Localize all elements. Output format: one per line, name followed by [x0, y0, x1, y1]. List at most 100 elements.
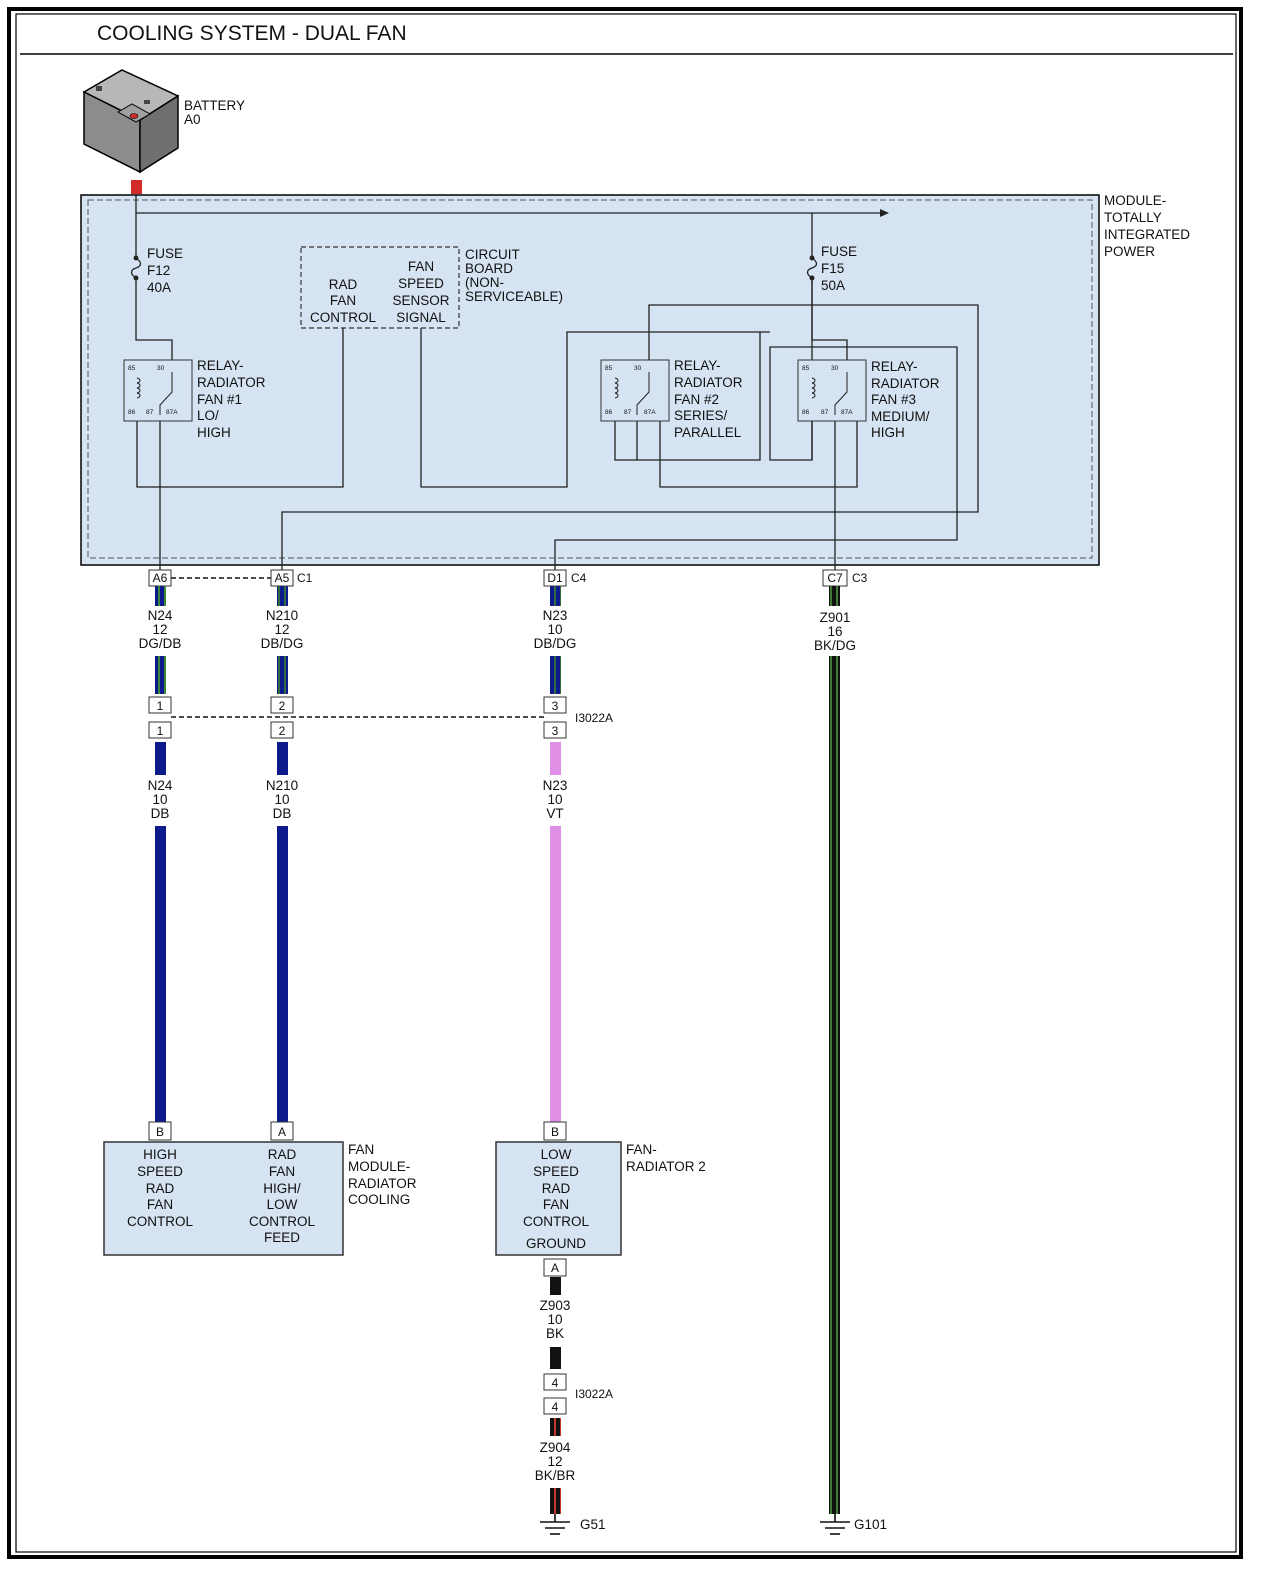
svg-text:N23: N23 [543, 778, 568, 793]
svg-text:87: 87 [146, 409, 154, 416]
svg-text:LOW: LOW [267, 1197, 298, 1212]
svg-text:CONTROL: CONTROL [523, 1214, 589, 1229]
svg-text:86: 86 [802, 409, 810, 416]
svg-text:12: 12 [152, 622, 167, 637]
svg-text:CIRCUIT: CIRCUIT [465, 247, 520, 262]
svg-text:50A: 50A [821, 278, 845, 293]
wire-n23-upper-stub [550, 586, 561, 606]
svg-text:2: 2 [279, 699, 286, 713]
svg-text:FAN: FAN [269, 1164, 295, 1179]
svg-text:B: B [551, 1125, 559, 1139]
wire-z904-stub [550, 1418, 561, 1436]
wire-n23-lower-stub [550, 742, 561, 775]
svg-text:87A: 87A [841, 409, 853, 416]
svg-text:87: 87 [624, 409, 632, 416]
wire-z901-upper-stub [829, 586, 840, 606]
svg-text:MODULE-: MODULE- [1104, 193, 1166, 208]
svg-text:RAD: RAD [329, 277, 358, 292]
tipm-inner-boundary [87, 199, 1093, 559]
wire-n210-upper-label: N210 12 DB/DG [261, 608, 304, 651]
svg-text:MODULE-: MODULE- [348, 1159, 410, 1174]
svg-text:BATTERY: BATTERY [184, 98, 245, 113]
svg-text:BOARD: BOARD [465, 261, 513, 276]
svg-text:CONTROL: CONTROL [249, 1214, 315, 1229]
fan-radiator-2-label: FAN- RADIATOR 2 [626, 1142, 706, 1174]
circuit-board-label: CIRCUIT BOARD (NON- SERVICEABLE) [465, 247, 563, 304]
battery-cable [131, 180, 142, 194]
svg-text:DB: DB [151, 806, 170, 821]
svg-text:RAD: RAD [268, 1147, 297, 1162]
svg-text:SIGNAL: SIGNAL [396, 310, 446, 325]
connector-c3: C7 C3 [822, 569, 868, 587]
svg-text:C7: C7 [827, 571, 843, 585]
svg-text:87A: 87A [644, 409, 656, 416]
svg-text:RELAY-: RELAY- [197, 358, 244, 373]
svg-text:FUSE: FUSE [147, 246, 183, 261]
ground-g51-icon [540, 1514, 570, 1535]
svg-text:FAN-: FAN- [626, 1142, 657, 1157]
svg-text:85: 85 [605, 365, 613, 372]
svg-text:LOW: LOW [541, 1147, 572, 1162]
svg-text:C1: C1 [297, 571, 313, 585]
relay-3: 85 30 86 87 87A [797, 359, 867, 422]
svg-text:SPEED: SPEED [533, 1164, 579, 1179]
svg-text:RADIATOR: RADIATOR [674, 375, 743, 390]
svg-text:A: A [278, 1125, 286, 1139]
svg-text:BK: BK [546, 1326, 564, 1341]
svg-text:N24: N24 [148, 608, 173, 623]
wire-n210-upper [277, 656, 288, 694]
svg-text:HIGH: HIGH [143, 1147, 177, 1162]
wire-z903-label: Z903 10 BK [540, 1298, 571, 1341]
svg-text:10: 10 [547, 622, 562, 637]
svg-text:SPEED: SPEED [137, 1164, 183, 1179]
svg-text:85: 85 [128, 365, 136, 372]
svg-text:12: 12 [547, 1454, 562, 1469]
tipm-label: MODULE- TOTALLY INTEGRATED POWER [1104, 193, 1190, 259]
svg-text:SPEED: SPEED [398, 276, 444, 291]
svg-text:85: 85 [802, 365, 810, 372]
svg-text:COOLING: COOLING [348, 1192, 410, 1207]
svg-text:87A: 87A [166, 409, 178, 416]
svg-text:40A: 40A [147, 280, 171, 295]
wire-n23-upper [550, 656, 561, 694]
svg-text:FAN: FAN [408, 259, 434, 274]
svg-text:FAN #1: FAN #1 [197, 392, 242, 407]
wire-z901-label: Z901 16 BK/DG [814, 610, 856, 653]
svg-text:86: 86 [605, 409, 613, 416]
svg-text:A0: A0 [184, 112, 201, 127]
svg-text:12: 12 [274, 622, 289, 637]
wire-n23-lower-label: N23 10 VT [543, 778, 568, 821]
wire-n210-upper-stub [277, 586, 288, 606]
page-border [7, 7, 1243, 1559]
wire-z903-stub [550, 1277, 561, 1295]
svg-text:HIGH/: HIGH/ [263, 1181, 301, 1196]
svg-text:MEDIUM/: MEDIUM/ [871, 409, 930, 424]
svg-text:I3022A: I3022A [575, 1387, 613, 1401]
svg-text:HIGH: HIGH [871, 425, 905, 440]
wire-n23-upper-label: N23 10 DB/DG [534, 608, 577, 651]
rad-fan-control-label: RAD FAN CONTROL [310, 277, 376, 325]
svg-text:FAN: FAN [330, 293, 356, 308]
svg-text:4: 4 [552, 1376, 559, 1390]
relay-2-label: RELAY- RADIATOR FAN #2 SERIES/ PARALLEL [674, 358, 743, 440]
fan-speed-sensor-label: FAN SPEED SENSOR SIGNAL [392, 259, 449, 325]
svg-text:1: 1 [157, 724, 164, 738]
svg-text:N23: N23 [543, 608, 568, 623]
wire-n210-lower-label: N210 10 DB [266, 778, 298, 821]
svg-text:2: 2 [279, 724, 286, 738]
relay-1-label: RELAY- RADIATOR FAN #1 LO/ HIGH [197, 358, 266, 440]
svg-text:A: A [551, 1261, 559, 1275]
wire-n24-upper-stub [155, 586, 166, 606]
fuse-f15-label: FUSE F15 50A [821, 244, 857, 293]
svg-text:3: 3 [552, 724, 559, 738]
svg-text:N210: N210 [266, 608, 298, 623]
wire-n24-lower-stub [155, 742, 166, 775]
svg-text:HIGH: HIGH [197, 425, 231, 440]
svg-text:Z901: Z901 [820, 610, 851, 625]
battery-label: BATTERY A0 [184, 98, 245, 127]
svg-text:LO/: LO/ [197, 408, 219, 423]
svg-text:86: 86 [128, 409, 136, 416]
svg-text:F15: F15 [821, 261, 844, 276]
wire-z903 [550, 1347, 561, 1369]
